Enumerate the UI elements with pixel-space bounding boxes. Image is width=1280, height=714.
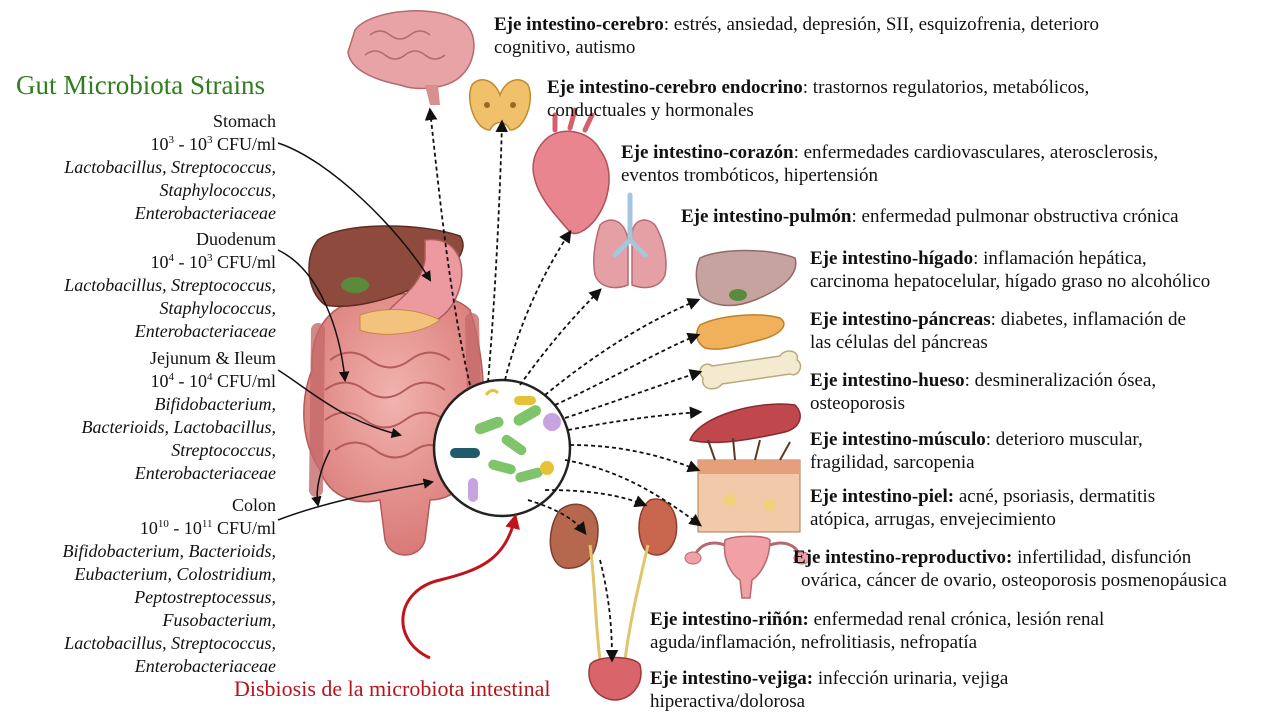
bone-icon — [699, 350, 802, 390]
skin-icon — [697, 437, 801, 533]
dysbiosis-label: Disbiosis de la microbiota intestinal — [234, 676, 551, 701]
strain-species: Lactobacillus, Streptococcus, — [64, 157, 276, 177]
axis-heart: Eje intestino-corazón: enfermedades card… — [621, 142, 1159, 186]
strain-species: Bifidobacterium, Bacterioids, — [62, 541, 276, 561]
axis-kidney: Eje intestino-riñón: enfermedad renal cr… — [650, 609, 1105, 653]
strain-arrows — [277, 142, 435, 521]
strain-segment: Colon — [231, 495, 276, 515]
strain-species: Enterobacteriaceae — [134, 656, 276, 676]
heart-icon — [532, 107, 610, 235]
strain-species: Fusobacterium, — [162, 610, 276, 630]
axis-muscle: Eje intestino-músculo: deterioro muscula… — [810, 429, 1143, 473]
strain-cfu: 1010 - 1011 CFU/ml — [139, 518, 276, 538]
strain-species: Staphylococcus, — [159, 180, 276, 200]
uterus-icon — [684, 535, 811, 599]
kidneys-icon — [549, 498, 678, 661]
axis-bladder: Eje intestino-vejiga: infección urinaria… — [650, 668, 1009, 712]
axis-skin: Eje intestino-piel: acné, psoriasis, der… — [810, 486, 1156, 530]
axis-lung: Eje intestino-pulmón: enfermedad pulmona… — [681, 206, 1179, 227]
strain-species: Bifidobacterium, — [154, 394, 276, 414]
strain-species: Enterobacteriaceae — [134, 321, 276, 341]
diagram-title: Gut Microbiota Strains — [16, 70, 265, 100]
strain-duodenum: Duodenum 104 - 103 CFU/ml Lactobacillus,… — [64, 228, 276, 343]
strain-species: Staphylococcus, — [159, 298, 276, 318]
strain-species: Enterobacteriaceae — [134, 203, 276, 223]
strain-segment: Jejunum & Ileum — [150, 348, 276, 368]
axis-bone: Eje intestino-hueso: desmineralización ó… — [810, 370, 1157, 414]
microbiota-circle-icon — [432, 378, 572, 518]
strain-stomach: Stomach 103 - 103 CFU/ml Lactobacillus, … — [64, 110, 276, 225]
lungs-icon — [593, 192, 667, 289]
axis-arrows — [424, 107, 703, 663]
strain-species: Lactobacillus, Streptococcus, — [64, 633, 276, 653]
dysbiosis-arrow — [401, 513, 520, 660]
strain-colon: Colon 1010 - 1011 CFU/ml Bifidobacterium… — [63, 494, 276, 678]
strain-cfu: 103 - 103 CFU/ml — [150, 134, 276, 154]
axis-brain: Eje intestino-cerebro: estrés, ansiedad,… — [494, 14, 1099, 58]
axis-pancreas: Eje intestino-páncreas: diabetes, inflam… — [810, 309, 1186, 353]
strain-cfu: 104 - 103 CFU/ml — [150, 252, 276, 272]
strain-species: Lactobacillus, Streptococcus, — [64, 275, 276, 295]
strain-species: Enterobacteriaceae — [134, 463, 276, 483]
brain-icon — [347, 10, 475, 105]
stomach-icon — [359, 238, 463, 335]
strain-cfu: 104 - 104 CFU/ml — [150, 371, 276, 391]
strain-jejunum-ileum: Jejunum & Ileum 104 - 104 CFU/ml Bifidob… — [82, 347, 276, 485]
strain-species: Eubacterium, Colostridium, — [74, 564, 277, 584]
muscle-icon — [688, 403, 801, 444]
strain-species: Streptococcus, — [171, 440, 276, 460]
bladder-icon — [588, 656, 642, 701]
axis-reproductive: Eje intestino-reproductivo: infertilidad… — [793, 547, 1227, 591]
thyroid-icon — [469, 79, 531, 131]
strain-segment: Stomach — [213, 111, 276, 131]
axis-brain-endocrine: Eje intestino-cerebro endocrino: trastor… — [547, 77, 1090, 121]
strain-species: Bacterioids, Lactobacillus, — [81, 417, 276, 437]
axis-liver: Eje intestino-hígado: inflamación hepáti… — [810, 248, 1211, 292]
pancreas-icon — [695, 314, 785, 350]
strain-segment: Duodenum — [196, 229, 276, 249]
strain-species: Peptostreptocessus, — [134, 587, 276, 607]
liver-right-icon — [695, 249, 797, 307]
